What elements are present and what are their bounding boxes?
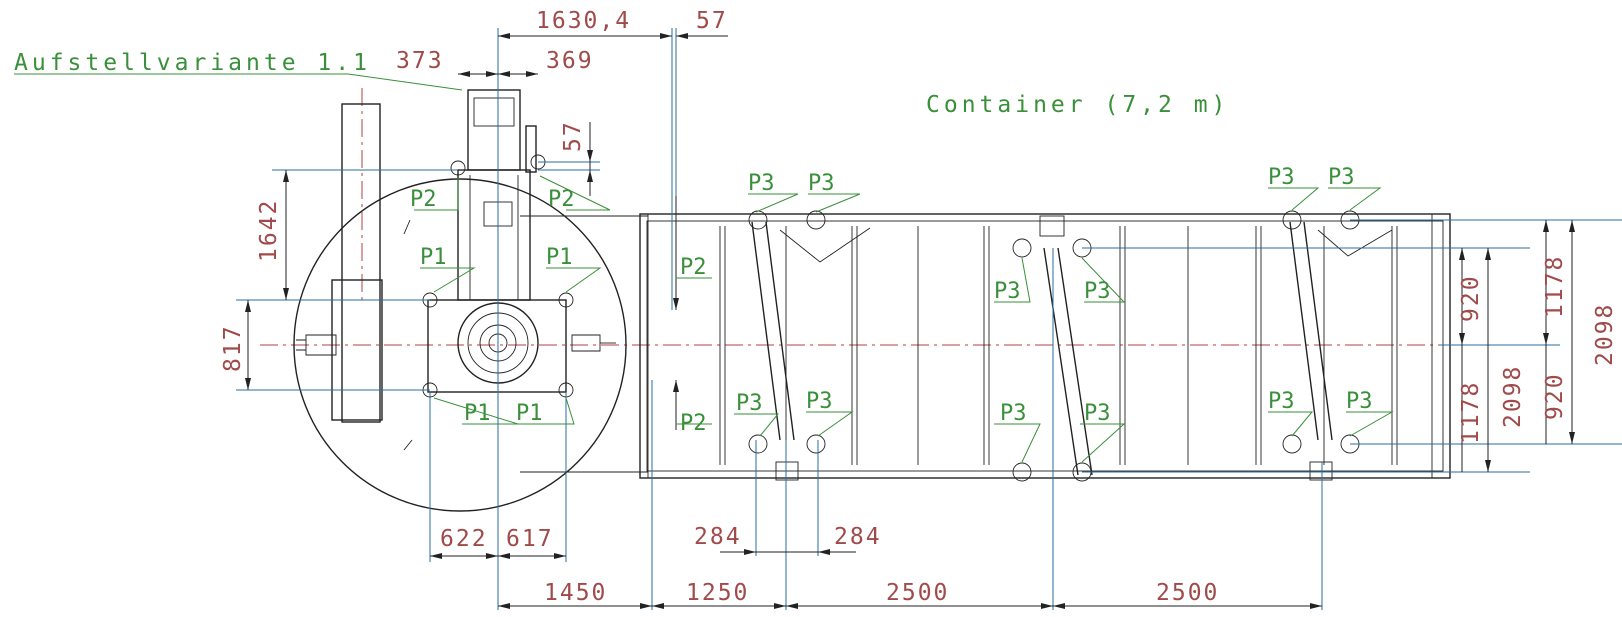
label-p3-bottom-4: P3 [1084,401,1111,426]
label-p3-mid-right: P3 [1084,279,1111,304]
container-frame [639,210,1451,482]
label-p1-top-right: P1 [546,245,573,270]
dim-2098-a: 2098 [1592,303,1618,366]
dim-57-vertical: 57 [560,120,586,152]
extension-lines [236,28,1622,610]
dim-920-b: 920 [1542,372,1568,420]
dim-2500-b: 2500 [1156,580,1219,606]
label-p3-bottom-2: P3 [806,389,833,414]
label-p3-bottom-3: P3 [1000,401,1027,426]
variant-label: Aufstellvariante 1.1 [14,50,371,76]
dim-1630-4: 1630,4 [536,8,631,34]
dim-920-a: 920 [1458,274,1484,322]
container-title: Container (7,2 m) [926,92,1229,118]
label-p3-bottom-5: P3 [1268,389,1295,414]
dim-1450: 1450 [544,580,607,606]
dim-57-top: 57 [696,8,728,34]
dim-373: 373 [396,48,444,74]
label-p3-top-1: P3 [748,171,775,196]
label-p1-bottom-right: P1 [516,401,543,426]
label-p3-top-2: P3 [808,171,835,196]
dim-1178-a: 1178 [1542,255,1568,318]
dim-1250: 1250 [686,580,749,606]
dim-369: 369 [546,48,594,74]
label-p2-left: P2 [410,187,437,212]
label-p2-container-bottom: P2 [680,411,707,436]
dim-284-left: 284 [694,524,742,550]
dimension-lines [245,33,1575,609]
label-p3-top-3: P3 [1268,165,1295,190]
dim-2098-b: 2098 [1500,365,1526,428]
dim-284-right: 284 [834,524,882,550]
label-p2-right: P2 [548,187,575,212]
label-p3-top-4: P3 [1328,165,1355,190]
label-leaders [14,73,1394,463]
dim-817: 817 [220,324,246,372]
dim-1642: 1642 [256,199,282,262]
label-p1-bottom-left: P1 [464,401,491,426]
label-p3-bottom-1: P3 [736,391,763,416]
label-p1-top-left: P1 [420,245,447,270]
dim-617: 617 [506,526,554,552]
dim-1178-b: 1178 [1458,381,1484,444]
dim-2500-a: 2500 [886,580,949,606]
label-p3-bottom-6: P3 [1346,389,1373,414]
label-p3-mid-left: P3 [994,279,1021,304]
label-p2-container-top: P2 [680,255,707,280]
dim-622: 622 [440,526,488,552]
